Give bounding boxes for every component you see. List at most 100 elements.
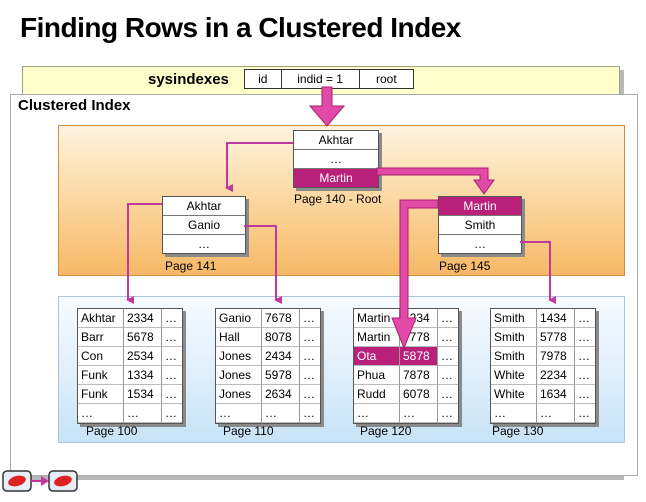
leaf-row-more: …	[575, 366, 595, 385]
leaf-row-name: Ganio	[216, 309, 262, 328]
leaf-row-more: …	[575, 309, 595, 328]
leaf-row-more: …	[162, 328, 182, 347]
leaf-page-caption: Page 120	[360, 424, 412, 438]
leaf-row-name: White	[491, 366, 537, 385]
leaf-row-more: …	[575, 328, 595, 347]
page-title: Finding Rows in a Clustered Index	[20, 12, 461, 43]
leaf-row-name: Jones	[216, 347, 262, 366]
leaf-row-value: 2434	[262, 347, 300, 366]
leaf-row-more: …	[162, 385, 182, 404]
leaf-row-name: …	[216, 404, 262, 423]
navigation-arrows-icon[interactable]	[2, 466, 78, 496]
sysindexes-column-id: id	[245, 70, 282, 88]
leaf-row-name: Hall	[216, 328, 262, 347]
leaf-row-value: …	[124, 404, 162, 423]
leaf-row-value: 5778	[537, 328, 575, 347]
sysindexes-table: id indid = 1 root	[244, 69, 414, 89]
leaf-row-value: 1634	[537, 385, 575, 404]
leaf-row-value: …	[400, 404, 438, 423]
leaf-row-more: …	[300, 309, 320, 328]
leaf-row-name: Martin	[354, 309, 400, 328]
leaf-row-name: …	[78, 404, 124, 423]
leaf-row-value: …	[262, 404, 300, 423]
leaf-row-more: …	[575, 347, 595, 366]
root-page: Akhtar … Martin	[293, 130, 379, 188]
leaf-page-caption: Page 100	[86, 424, 138, 438]
leaf-row-more: …	[438, 309, 458, 328]
leaf-row-value: 1434	[537, 309, 575, 328]
leaf-row-name: …	[491, 404, 537, 423]
leaf-row-more: …	[162, 309, 182, 328]
leaf-row-name: Martin	[354, 328, 400, 347]
leaf-row-value: …	[537, 404, 575, 423]
leaf-page-caption: Page 130	[492, 424, 544, 438]
leaf-row-value: 7978	[537, 347, 575, 366]
leaf-row-value: 5878	[400, 347, 438, 366]
leaf-row-name: Rudd	[354, 385, 400, 404]
leaf-row-value: 2634	[262, 385, 300, 404]
leaf-row-name: Smith	[491, 347, 537, 366]
leaf-row-more: …	[300, 328, 320, 347]
leaf-row-more: …	[300, 404, 320, 423]
root-row: …	[294, 150, 378, 169]
sysindexes-label: sysindexes	[148, 71, 229, 88]
leaf-row-name: Smith	[491, 309, 537, 328]
leaf-row-more: …	[575, 385, 595, 404]
intermediate-row: Ganio	[163, 216, 245, 235]
intermediate-row-highlighted: Martin	[439, 197, 521, 216]
leaf-row-value: 1534	[124, 385, 162, 404]
leaf-row-name: Jones	[216, 385, 262, 404]
leaf-row-value: 5978	[262, 366, 300, 385]
leaf-row-value: 7678	[262, 309, 300, 328]
leaf-row-more: …	[438, 366, 458, 385]
intermediate-page: Akhtar Ganio …	[162, 196, 246, 254]
leaf-row-value: 2234	[537, 366, 575, 385]
leaf-row-name: …	[354, 404, 400, 423]
leaf-row-name: White	[491, 385, 537, 404]
leaf-row-name: Funk	[78, 385, 124, 404]
leaf-row-name: Jones	[216, 366, 262, 385]
leaf-row-more: …	[300, 366, 320, 385]
leaf-row-value: 7778	[400, 328, 438, 347]
leaf-row-value: 8078	[262, 328, 300, 347]
leaf-row-value: 1234	[400, 309, 438, 328]
leaf-row-value: 7878	[400, 366, 438, 385]
leaf-row-more: …	[300, 347, 320, 366]
leaf-row-name: Con	[78, 347, 124, 366]
leaf-row-name: Barr	[78, 328, 124, 347]
leaf-row-more: …	[300, 385, 320, 404]
leaf-row-value: 6078	[400, 385, 438, 404]
leaf-row-name: Funk	[78, 366, 124, 385]
leaf-page-caption: Page 110	[223, 424, 274, 438]
intermediate-page: Martin Smith …	[438, 196, 522, 254]
leaf-row-more: …	[162, 404, 182, 423]
leaf-row-value: 2534	[124, 347, 162, 366]
intermediate-page-caption: Page 145	[439, 259, 491, 273]
intermediate-row: Smith	[439, 216, 521, 235]
intermediate-row: …	[198, 237, 210, 251]
leaf-row-value: 5678	[124, 328, 162, 347]
sysindexes-column-root: root	[375, 72, 397, 86]
leaf-row-more: …	[575, 404, 595, 423]
leaf-row-more: …	[438, 404, 458, 423]
leaf-row-name: Ota	[354, 347, 400, 366]
leaf-row-name: Akhtar	[78, 309, 124, 328]
leaf-row-more: …	[162, 347, 182, 366]
leaf-row-name: Phua	[354, 366, 400, 385]
clustered-index-label: Clustered Index	[18, 97, 131, 114]
root-row: Akhtar	[294, 131, 378, 150]
leaf-row-more: …	[438, 385, 458, 404]
leaf-row-more: …	[162, 366, 182, 385]
leaf-row-more: …	[438, 347, 458, 366]
leaf-row-value: 2334	[124, 309, 162, 328]
root-page-caption: Page 140 - Root	[294, 192, 382, 206]
intermediate-row: …	[474, 237, 486, 251]
leaf-row-value: 1334	[124, 366, 162, 385]
leaf-row-more: …	[438, 328, 458, 347]
root-row-highlighted: Martin	[294, 169, 378, 187]
sysindexes-column-indid: indid = 1	[282, 70, 360, 88]
